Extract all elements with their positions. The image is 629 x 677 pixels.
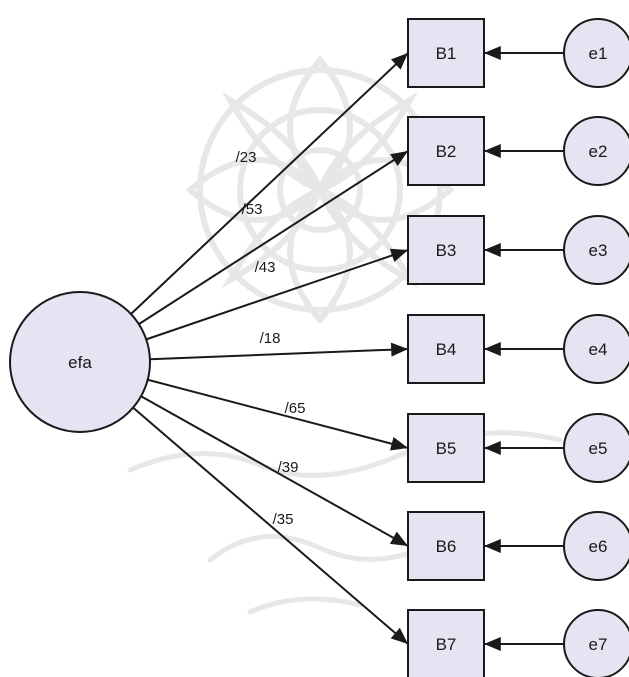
loading-path-b7 <box>132 406 409 645</box>
loading-path-b1 <box>130 52 409 315</box>
loading-value-label: /39 <box>278 459 299 476</box>
error-label: e1 <box>589 44 608 63</box>
error-node-e4 <box>563 314 629 384</box>
labels-layer: /23/53/43/18/65/39/35 <box>236 149 306 528</box>
background-watermark <box>127 55 563 615</box>
error-node-e6 <box>563 511 629 581</box>
indicator-node-b5 <box>407 413 485 483</box>
loading-value-label: /65 <box>285 400 306 417</box>
latent-factor-label: efa <box>68 353 92 372</box>
loading-path-b3 <box>145 248 409 341</box>
indicator-label: B1 <box>436 44 457 63</box>
error-node-e2 <box>563 116 629 186</box>
error-node-e3 <box>563 215 629 285</box>
loading-value-label: /23 <box>236 149 257 166</box>
indicator-label: B2 <box>436 142 457 161</box>
error-label: e4 <box>589 340 608 359</box>
error-node-e7 <box>563 609 629 677</box>
error-label: e6 <box>589 537 608 556</box>
loading-value-label: /18 <box>260 330 281 347</box>
error-node-e5 <box>563 413 629 483</box>
error-label: e2 <box>589 142 608 161</box>
indicator-node-b1 <box>407 18 485 88</box>
loading-value-label: /35 <box>273 511 294 528</box>
error-label: e5 <box>589 439 608 458</box>
loading-path-b5 <box>147 378 409 451</box>
indicator-node-b2 <box>407 116 485 186</box>
edges-layer <box>130 46 564 651</box>
indicator-label: B4 <box>436 340 457 359</box>
error-node-e1 <box>563 18 629 88</box>
loading-value-label: /53 <box>242 201 263 218</box>
indicator-node-b6 <box>407 511 485 581</box>
error-label: e7 <box>589 635 608 654</box>
error-label: e3 <box>589 241 608 260</box>
indicator-label: B5 <box>436 439 457 458</box>
loading-value-label: /43 <box>255 259 276 276</box>
indicator-label: B7 <box>436 635 457 654</box>
indicator-node-b3 <box>407 215 485 285</box>
loading-path-b6 <box>140 395 409 547</box>
loading-path-b4 <box>149 342 409 361</box>
latent-factor-node <box>9 291 151 433</box>
indicator-node-b4 <box>407 314 485 384</box>
indicator-node-b7 <box>407 609 485 677</box>
indicator-label: B6 <box>436 537 457 556</box>
loading-path-b2 <box>138 150 409 325</box>
indicator-label: B3 <box>436 241 457 260</box>
